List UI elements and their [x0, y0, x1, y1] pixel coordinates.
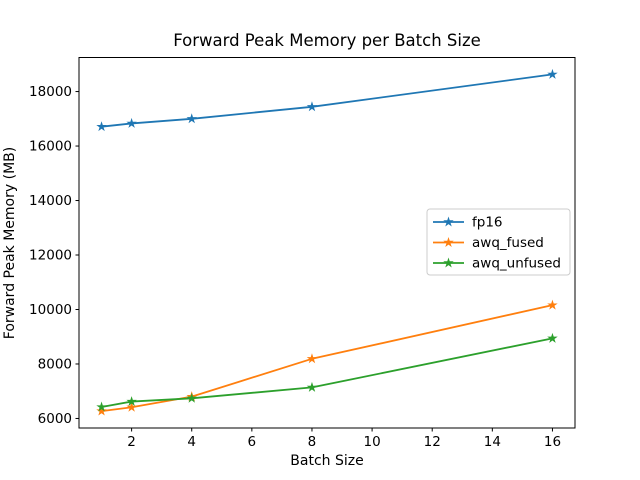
x-axis-label: Batch Size — [290, 453, 363, 469]
y-tick-label: 14000 — [29, 193, 72, 209]
series-line-awq_unfused — [100, 337, 554, 408]
legend-box — [426, 208, 571, 276]
series-marker-awq_fused — [126, 401, 137, 412]
series-marker-fp16 — [547, 68, 558, 79]
x-tick-label: 14 — [484, 434, 501, 450]
series-marker-fp16 — [186, 113, 197, 124]
series-marker-fp16 — [306, 101, 318, 112]
series-marker-awq_unfused — [547, 332, 558, 343]
series-marker-awq_fused — [96, 405, 107, 416]
series-marker-fp16 — [96, 121, 107, 132]
series-line-awq_fused — [100, 304, 554, 413]
y-tick-label: 12000 — [29, 248, 72, 264]
plot-area: 2 4 6 8 10 12 14 16 6000 8000 10000 12000 14000 16000… — [29, 57, 576, 450]
legend-marker-sample — [443, 257, 454, 268]
x-tick-label: 12 — [424, 434, 441, 450]
y-tick-label: 8000 — [38, 356, 72, 372]
series-marker-awq_unfused — [186, 392, 197, 403]
x-tick-label: 10 — [363, 434, 380, 450]
x-tick-label: 4 — [187, 434, 196, 450]
legend-label-awq_unfused: awq_unfused — [472, 256, 561, 272]
y-axis-label: Forward Peak Memory (MB) — [2, 147, 18, 339]
series-line-fp16 — [100, 73, 554, 128]
x-tick-label: 8 — [308, 434, 317, 450]
series-marker-awq_fused — [547, 299, 558, 310]
y-tick-label: 18000 — [29, 84, 72, 100]
x-tick-label: 2 — [127, 434, 136, 450]
series-marker-awq_unfused — [126, 396, 137, 407]
axes-spines — [78, 57, 576, 429]
series-marker-awq_unfused — [96, 401, 107, 412]
y-tick-label: 6000 — [38, 411, 72, 427]
legend-marker-sample — [443, 216, 454, 227]
legend-label-awq_fused: awq_fused — [472, 235, 544, 251]
x-tick-label: 16 — [544, 434, 561, 450]
legend: fp16 awq_fused awq_unfused — [426, 208, 571, 276]
y-tick-label: 16000 — [29, 139, 72, 155]
series-marker-awq_unfused — [306, 381, 318, 392]
chart-title: Forward Peak Memory per Batch Size — [173, 31, 481, 50]
series-marker-fp16 — [126, 117, 137, 128]
legend-marker-sample — [443, 237, 454, 247]
legend-label-fp16: fp16 — [472, 215, 503, 231]
y-tick-label: 10000 — [29, 302, 72, 318]
series-marker-awq_fused — [306, 353, 318, 364]
x-tick-label: 6 — [248, 434, 257, 450]
